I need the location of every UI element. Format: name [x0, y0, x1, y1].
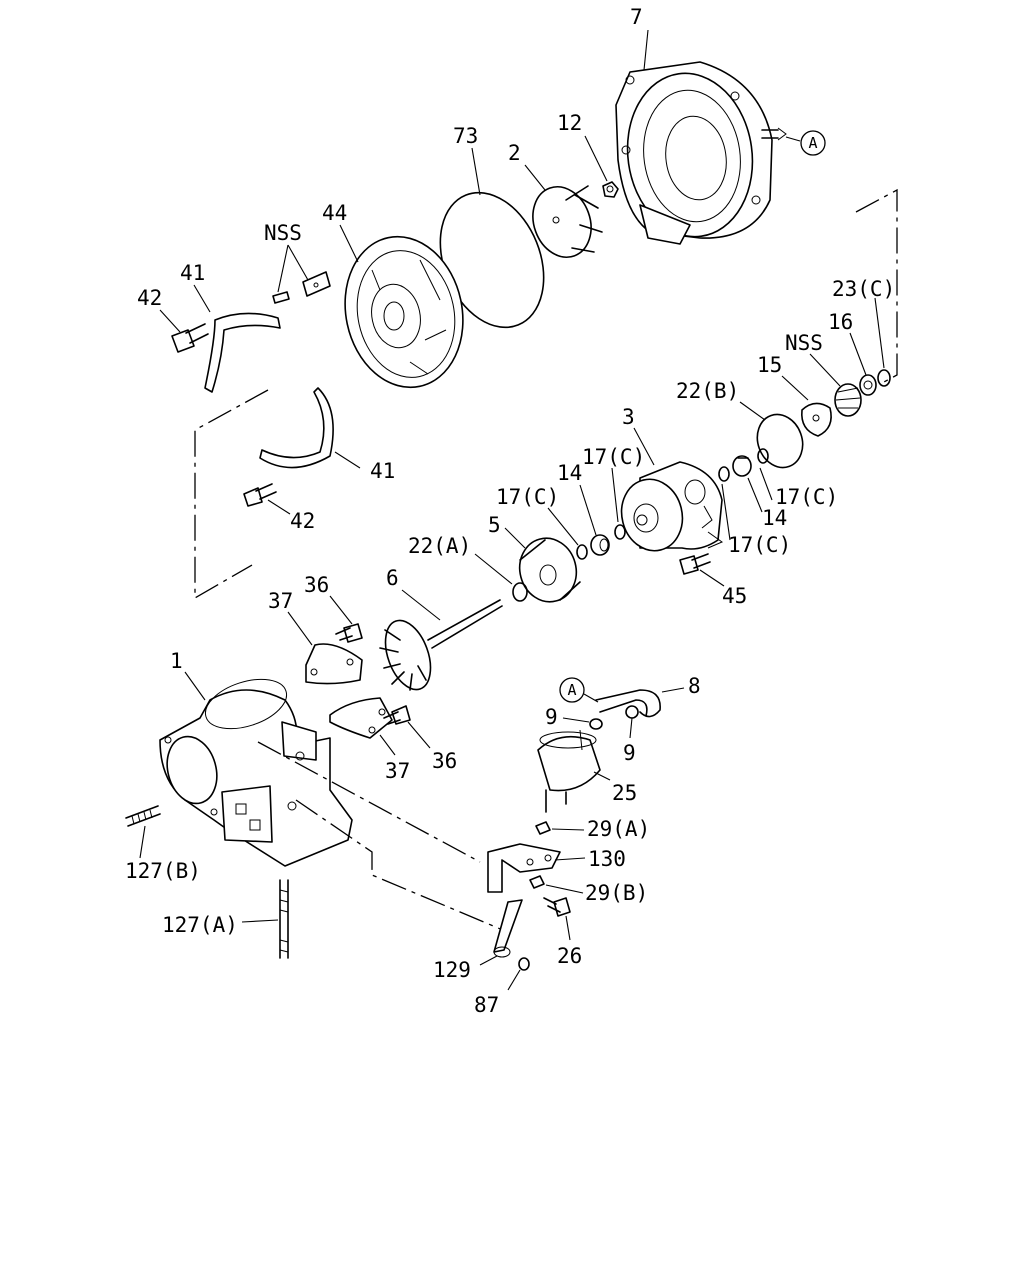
- compressor-housing-7: [615, 61, 787, 245]
- bolt-42-mid: [243, 483, 277, 507]
- label-15: 15: [757, 353, 782, 377]
- nss-plate-top: [272, 271, 331, 304]
- snap-ring-17c-lt1: [614, 524, 626, 540]
- label-23c: 23(C): [832, 277, 895, 301]
- label-37-top: 37: [268, 589, 293, 613]
- actuator-25: [537, 729, 601, 813]
- callout-a-mid-text: A: [567, 681, 576, 699]
- bracket-left: [194, 389, 269, 600]
- label-127b: 127(B): [125, 859, 201, 883]
- callout-a-top-text: A: [808, 134, 817, 152]
- hose-8: [595, 689, 661, 718]
- label-5: 5: [488, 513, 501, 537]
- label-22a: 22(A): [408, 534, 471, 558]
- label-45: 45: [722, 584, 747, 608]
- label-3: 3: [622, 405, 635, 429]
- label-nss-mid: NSS: [785, 331, 823, 355]
- label-2: 2: [508, 141, 521, 165]
- label-73: 73: [453, 124, 478, 148]
- label-nss-top: NSS: [264, 221, 302, 245]
- thrust-plate-15: [801, 402, 832, 437]
- label-29b: 29(B): [585, 881, 648, 905]
- label-9-right: 9: [623, 741, 636, 765]
- label-129: 129: [433, 958, 471, 982]
- label-14-b: 14: [762, 506, 787, 530]
- nut-29a: [535, 821, 551, 835]
- label-37-bot: 37: [385, 759, 410, 783]
- label-17c-c: 17(C): [496, 485, 559, 509]
- rod-129: [493, 899, 523, 958]
- callout-a-top: A: [785, 130, 826, 156]
- oil-deflector-5: [518, 537, 581, 603]
- turbine-housing-1: [159, 678, 353, 867]
- seal-plate-44: [344, 235, 464, 389]
- label-130: 130: [588, 847, 626, 871]
- label-41-top: 41: [180, 261, 205, 285]
- label-44: 44: [322, 201, 347, 225]
- bolt-42-top: [171, 323, 209, 353]
- bolt-36-bot: [383, 705, 411, 725]
- bracket-130: [487, 843, 561, 893]
- compressor-wheel-2: [532, 185, 603, 258]
- o-ring-22b: [756, 413, 804, 469]
- gasket-37-top: [305, 643, 363, 685]
- label-8: 8: [688, 674, 701, 698]
- gasket-41-top: [204, 312, 281, 393]
- label-36-bot: 36: [432, 749, 457, 773]
- gasket-37-bot: [329, 697, 393, 739]
- bracket-right: [855, 188, 898, 383]
- label-26: 26: [557, 944, 582, 968]
- ring-pointer: [707, 531, 724, 549]
- bearing-14-left: [590, 534, 610, 556]
- label-17c-a: 17(C): [582, 445, 645, 469]
- label-16: 16: [828, 310, 853, 334]
- label-22b: 22(B): [676, 379, 739, 403]
- snap-ring-17c-rt2: [718, 466, 730, 482]
- clip-9-left: [589, 718, 603, 730]
- label-87: 87: [474, 993, 499, 1017]
- bearing-housing-3: [620, 461, 723, 552]
- label-36-top: 36: [304, 573, 329, 597]
- label-42-mid: 42: [290, 509, 315, 533]
- o-ring-22a: [512, 582, 528, 602]
- snap-ring-23c: [877, 369, 891, 387]
- clip-87: [518, 957, 530, 971]
- snap-ring-17c-rt1: [757, 448, 769, 464]
- label-17c-d: 17(C): [728, 533, 791, 557]
- label-42-top: 42: [137, 286, 162, 310]
- callout-a-mid: A: [559, 677, 599, 703]
- label-6: 6: [386, 566, 399, 590]
- stud-127b: [125, 805, 161, 827]
- nut-12: [602, 181, 619, 198]
- label-17c-b: 17(C): [775, 485, 838, 509]
- label-1: 1: [170, 649, 183, 673]
- gasket-41-mid: [259, 387, 334, 469]
- insert-16: [859, 374, 877, 396]
- label-9-left: 9: [545, 705, 558, 729]
- label-7: 7: [630, 5, 643, 29]
- nut-29b: [529, 875, 545, 889]
- turbine-shaft-6: [379, 599, 503, 691]
- bolt-36-top: [335, 623, 363, 643]
- dash-housing-1: [257, 741, 481, 863]
- bolt-26: [543, 897, 571, 917]
- label-127a: 127(A): [162, 913, 238, 937]
- label-14-a: 14: [557, 461, 582, 485]
- dash-housing-2: [295, 799, 511, 934]
- bolt-45: [679, 553, 711, 575]
- snap-ring-17c-lt2: [576, 544, 588, 560]
- nss-sleeve-mid: [834, 383, 862, 417]
- clip-9-right: [625, 705, 639, 719]
- label-12: 12: [557, 111, 582, 135]
- bearing-14-right: [732, 455, 752, 477]
- stud-127a: [279, 879, 289, 959]
- label-41-mid: 41: [370, 459, 395, 483]
- label-29a: 29(A): [587, 817, 650, 841]
- label-25: 25: [612, 781, 637, 805]
